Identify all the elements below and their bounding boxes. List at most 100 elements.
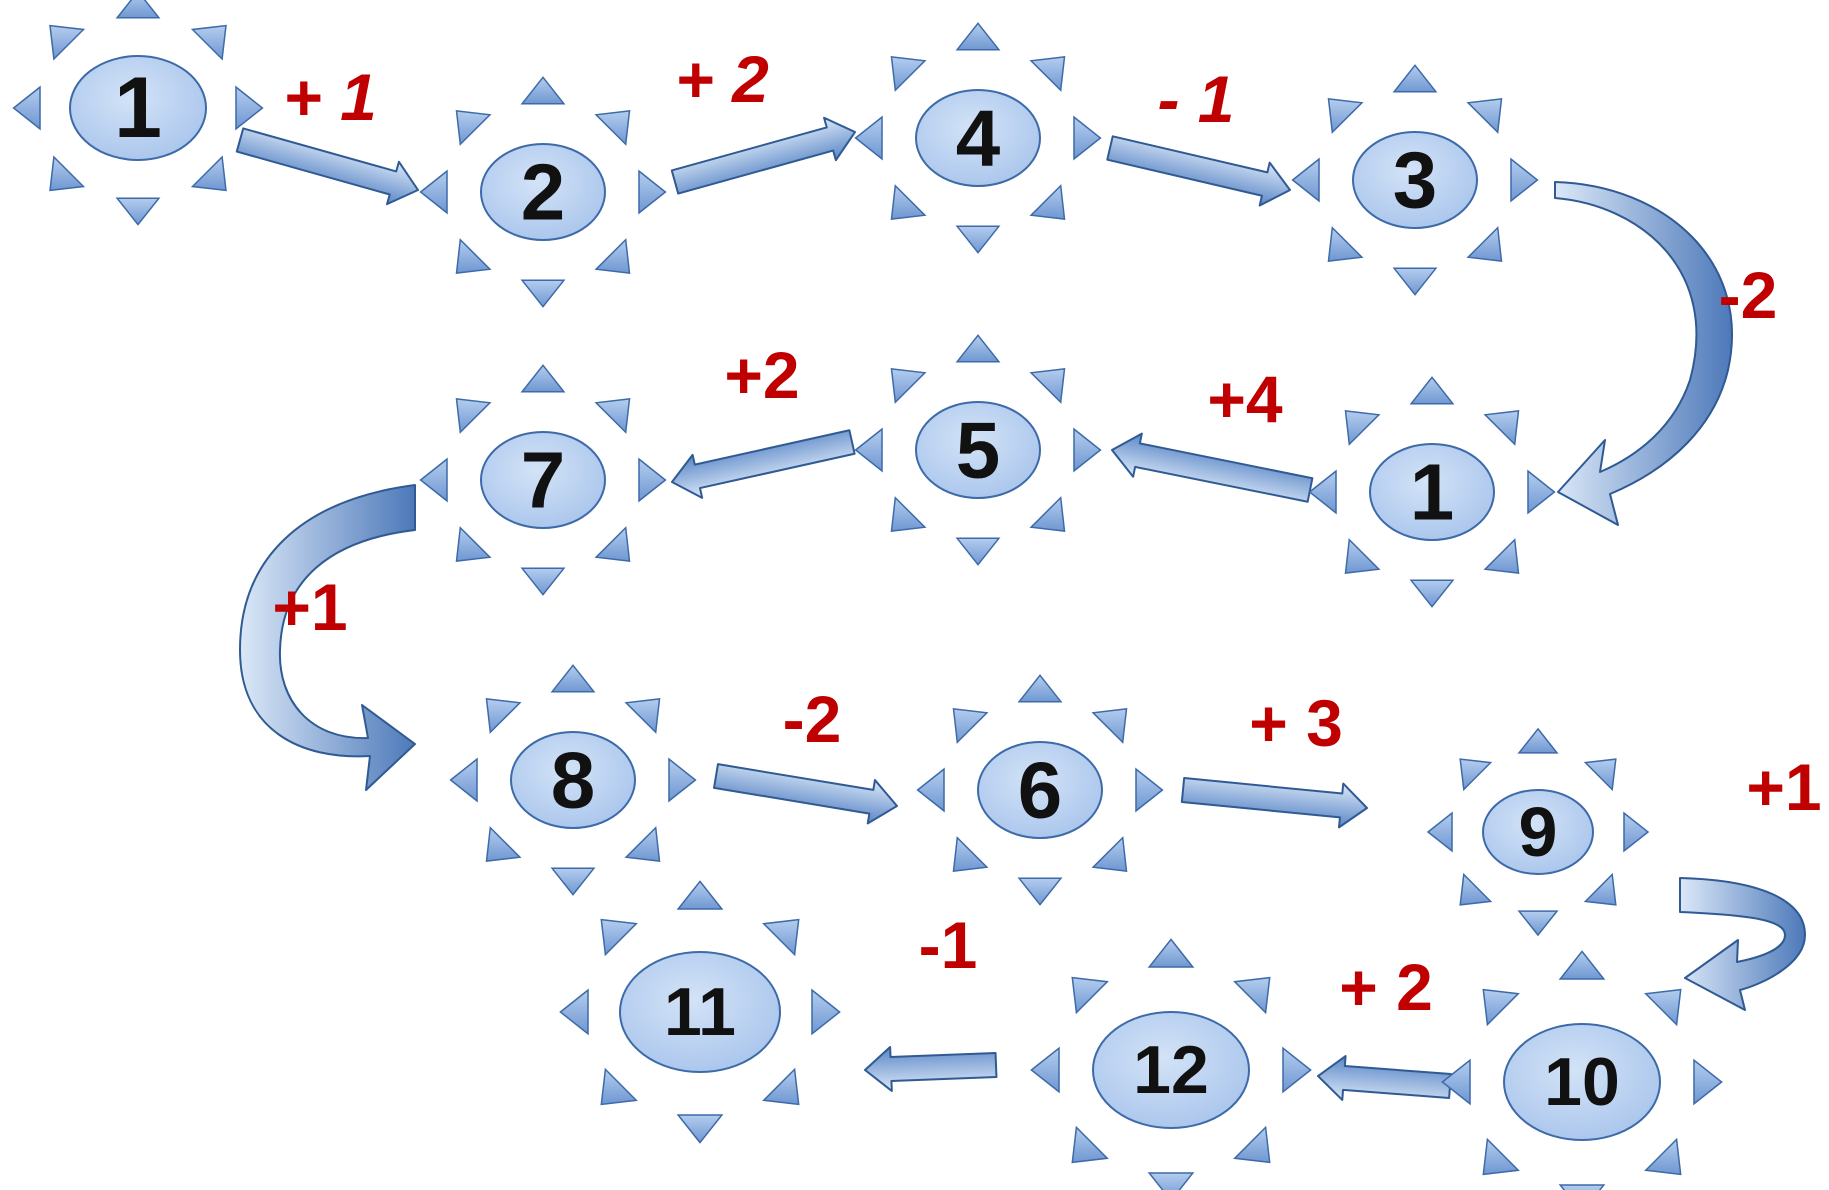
sun-10: 9 <box>1426 727 1650 937</box>
sun-ray <box>1344 538 1381 574</box>
sun-ray <box>1233 976 1271 1015</box>
sun-ray <box>952 836 989 872</box>
sun-ray <box>190 24 227 61</box>
sun-ray <box>762 1067 800 1106</box>
sun-ray <box>1583 872 1617 906</box>
sun-disc <box>1503 1023 1661 1141</box>
sun-ray <box>1029 496 1066 532</box>
sun-number: 5 <box>956 406 1001 495</box>
sun-ray <box>1392 267 1438 296</box>
curved-arrow-icon <box>239 484 416 791</box>
sun-ray <box>638 457 667 503</box>
sun-4: 3 <box>1291 64 1539 296</box>
operation-label: + 1 <box>283 60 377 134</box>
sun-ray <box>1017 877 1063 906</box>
sun-ray <box>594 238 631 274</box>
sun-ray <box>624 826 661 862</box>
sun-ray <box>1017 674 1063 703</box>
sun-ray <box>115 0 161 19</box>
sun-ray <box>600 1067 638 1106</box>
sun-ray <box>1459 758 1493 792</box>
sun-ray <box>1147 1172 1195 1190</box>
curved-arrows <box>239 181 1806 1011</box>
sun-8: 8 <box>449 664 697 896</box>
arrow-right-icon <box>1106 135 1292 207</box>
sun-ray <box>1135 767 1164 813</box>
sun-ray <box>1327 226 1364 262</box>
sun-disc <box>915 89 1041 187</box>
sun-ray <box>1483 538 1520 574</box>
sun-ray <box>1409 579 1455 608</box>
sun-ray <box>1623 811 1650 853</box>
sun-number: 1 <box>114 60 162 156</box>
sun-ray <box>1482 1137 1520 1176</box>
sun-ray <box>1030 1046 1060 1094</box>
arrow-right-icon <box>1316 1055 1452 1101</box>
sun-ray <box>1091 836 1128 872</box>
sun-ray <box>550 664 596 693</box>
sun-ray <box>955 22 1001 51</box>
sun-ray <box>594 526 631 562</box>
sun-ray <box>952 708 989 744</box>
sun-ray <box>1517 910 1559 937</box>
sun-disc <box>619 951 781 1073</box>
sun-ray <box>1510 157 1539 203</box>
sun-ray <box>1392 64 1438 93</box>
curved-arrow-icon <box>1679 877 1806 1011</box>
sun-ray <box>955 334 1001 363</box>
operation-label: +4 <box>1207 362 1283 436</box>
sun-ray <box>419 169 448 215</box>
sun-ray <box>890 368 927 404</box>
sun-ray <box>455 110 492 146</box>
sun-ray <box>1483 410 1520 446</box>
sun-ray <box>550 867 596 896</box>
sun-ray <box>1282 1046 1312 1094</box>
sun-1: 1 <box>12 0 264 226</box>
sun-ray <box>455 238 492 274</box>
sun-ray <box>1644 1137 1682 1176</box>
sun-ray <box>1233 1125 1271 1164</box>
sun-ray <box>1441 1058 1471 1106</box>
sun-disc <box>480 431 606 529</box>
operation-label: + 3 <box>1249 686 1343 760</box>
sun-ray <box>638 169 667 215</box>
sun-ray <box>955 225 1001 254</box>
sun-ray <box>455 526 492 562</box>
sun-ray <box>890 56 927 92</box>
sun-ray <box>1073 115 1102 161</box>
sun-number: 1 <box>1410 448 1455 537</box>
operation-label: - 1 <box>1157 62 1234 136</box>
sun-ray <box>485 826 522 862</box>
sun-number: 10 <box>1544 1044 1620 1120</box>
sun-ray <box>890 496 927 532</box>
arrow-right-icon <box>670 116 857 195</box>
sun-ray <box>455 398 492 434</box>
sun-ray <box>676 880 724 910</box>
sun-ray <box>190 155 227 192</box>
sun-ray <box>1071 1125 1109 1164</box>
sun-ray <box>520 567 566 596</box>
sun-ray <box>49 155 86 192</box>
sun-ray <box>854 115 883 161</box>
sun-ray <box>955 537 1001 566</box>
sun-5: 1 <box>1308 376 1556 608</box>
sun-ray <box>520 76 566 105</box>
sun-ray <box>1583 758 1617 792</box>
sun-7: 7 <box>419 364 667 596</box>
sun-number: 4 <box>956 94 1001 183</box>
sun-ray <box>676 1114 724 1144</box>
operation-label: -2 <box>783 682 842 756</box>
sun-number: 2 <box>521 148 566 237</box>
sun-ray <box>419 457 448 503</box>
operation-label: +1 <box>272 570 347 644</box>
sun-ray <box>1693 1058 1723 1106</box>
sun-ray <box>485 698 522 734</box>
sun-disc <box>977 741 1103 839</box>
sun-ray <box>115 197 161 226</box>
sun-ray <box>854 427 883 473</box>
operation-labels: + 1+ 2- 1-2+4+2+1-2+ 3+1+ 2-1 <box>272 42 1821 1024</box>
sun-ray <box>1459 872 1493 906</box>
sun-ray <box>1308 469 1337 515</box>
sun-11: 10 <box>1441 950 1723 1190</box>
sun-9: 6 <box>916 674 1164 906</box>
